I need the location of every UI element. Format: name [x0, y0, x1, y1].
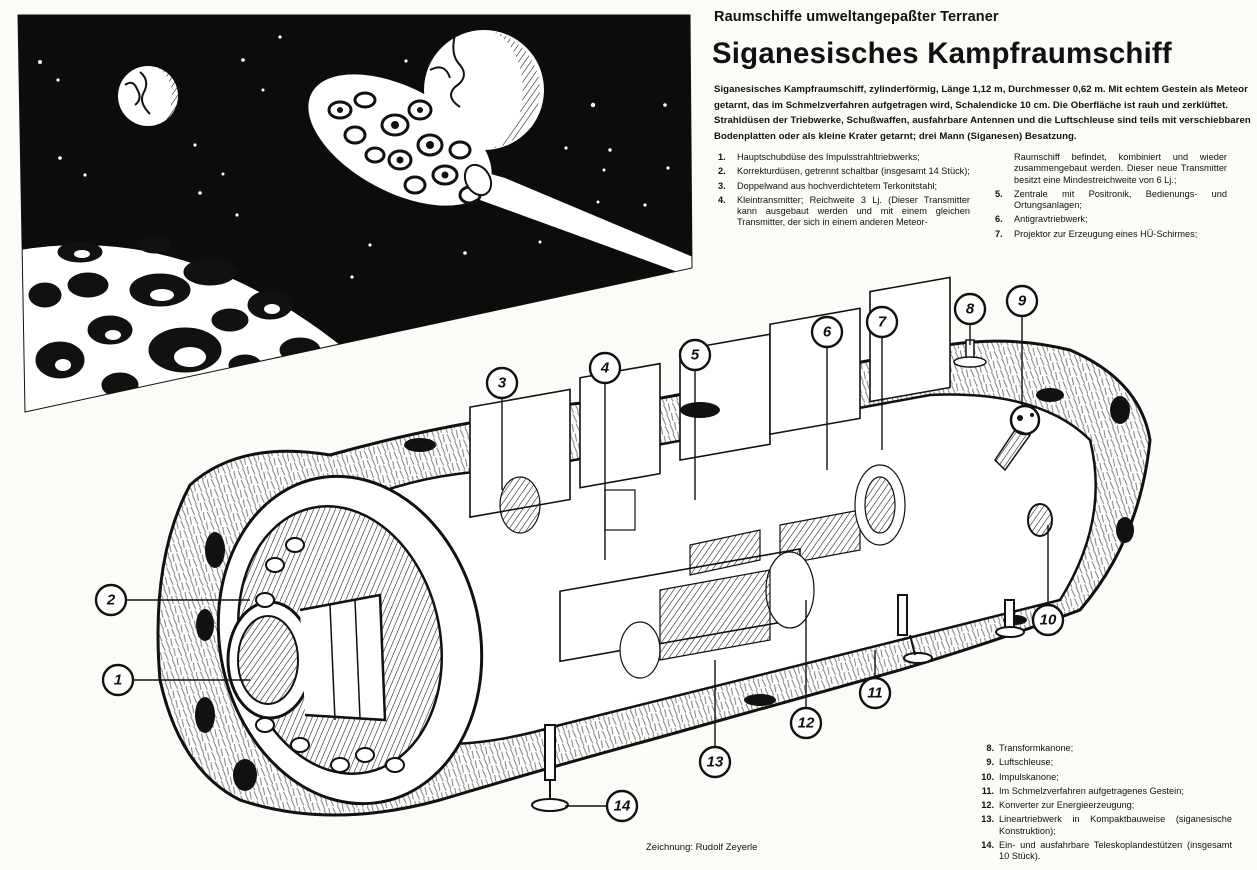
legend-item: 2.Korrekturdüsen, getrennt schaltbar (in… [718, 166, 970, 177]
legend-item: 10.Impulskanone; [981, 771, 1059, 782]
legend-item: 5.Zentrale mit Positronik, Bedienungs- u… [995, 188, 1227, 211]
ship-cutaway [156, 276, 1152, 817]
legend-item: 13.Lineartriebwerk in Kompaktbauweise (s… [981, 814, 1232, 836]
legend-item: 12.Konverter zur Energieerzeugung; [981, 800, 1135, 811]
svg-text:9: 9 [1018, 293, 1027, 310]
callout-leaders [126, 316, 1049, 807]
callout-1: 1 [101, 663, 135, 697]
callout-10: 10 [1031, 603, 1065, 637]
svg-text:10: 10 [1040, 612, 1057, 629]
svg-text:7: 7 [878, 314, 887, 331]
svg-text:2: 2 [106, 592, 116, 609]
svg-text:3: 3 [498, 375, 507, 392]
callout-14: 14 [605, 789, 639, 823]
intro-paragraph: Siganesisches Kampfraumschiff, zylinderf… [714, 84, 1251, 142]
callout-12: 12 [789, 706, 823, 740]
legend-column-2: Raumschiff befindet, kombiniert und wied… [995, 152, 1227, 243]
kicker-heading: Raumschiffe umweltangepaßter Terraner [714, 9, 999, 25]
illustration-credit: Zeichnung: Rudolf Zeyerle [646, 842, 758, 853]
callout-6: 6 [810, 315, 844, 349]
landing-legs [531, 594, 1025, 812]
svg-text:13: 13 [707, 754, 724, 771]
legend-item: 14.Ein- und ausfahrbare Teleskoplandestü… [981, 840, 1232, 862]
callout-8: 8 [953, 292, 987, 326]
legend-column-1: 1.Hauptschubdüse des Impulsstrahltriebwe… [718, 152, 970, 232]
callout-11: 11 [858, 676, 892, 710]
callout-4: 4 [588, 351, 622, 385]
svg-text:14: 14 [614, 798, 631, 815]
small-planet [118, 66, 180, 126]
correction-nozzles [255, 537, 405, 773]
legend-item-continued: Raumschiff befindet, kombiniert und wied… [1014, 152, 1227, 185]
legend-item: 7.Projektor zur Erzeugung eines HÜ-Schir… [995, 228, 1198, 239]
callout-13: 13 [698, 745, 732, 779]
page-title: Siganesisches Kampfraumschiff [712, 37, 1172, 70]
legend-item: 9.Luftschleuse; [986, 757, 1054, 768]
legend-item: 1.Hauptschubdüse des Impulsstrahltriebwe… [718, 152, 920, 162]
svg-text:6: 6 [823, 324, 832, 341]
svg-text:11: 11 [867, 685, 883, 702]
transform-cannon [953, 339, 987, 368]
main-nozzle [226, 593, 387, 722]
meteor-ship-in-flight [308, 74, 692, 280]
callout-7: 7 [865, 305, 899, 339]
callout-9: 9 [1005, 284, 1039, 318]
callout-5: 5 [678, 338, 712, 372]
svg-text:4: 4 [600, 360, 610, 377]
legend-item: 4.Kleintransmitter; Reichweite 3 Lj. (Di… [718, 194, 970, 228]
svg-text:1: 1 [114, 672, 122, 689]
legend-item: 8.Transformkanone; [986, 743, 1074, 753]
svg-text:12: 12 [798, 715, 815, 732]
callout-3: 3 [485, 366, 519, 400]
svg-text:8: 8 [966, 301, 975, 318]
airlock [994, 404, 1041, 472]
impulse-cannon [1027, 503, 1053, 537]
legend-item: 3.Doppelwand aus hochverdichtetem Terkon… [718, 180, 938, 191]
legend-item: 11.Im Schmelzverfahren aufgetragenes Ges… [981, 785, 1184, 796]
machinery-detail [499, 464, 906, 679]
callout-2: 2 [94, 583, 128, 617]
legend-column-3: 8.Transformkanone; 9.Luftschleuse; 10.Im… [970, 743, 1232, 866]
surface-craters [195, 388, 1134, 791]
legend-item: 6.Antigravtriebwerk; [995, 214, 1088, 225]
svg-text:5: 5 [691, 347, 700, 364]
